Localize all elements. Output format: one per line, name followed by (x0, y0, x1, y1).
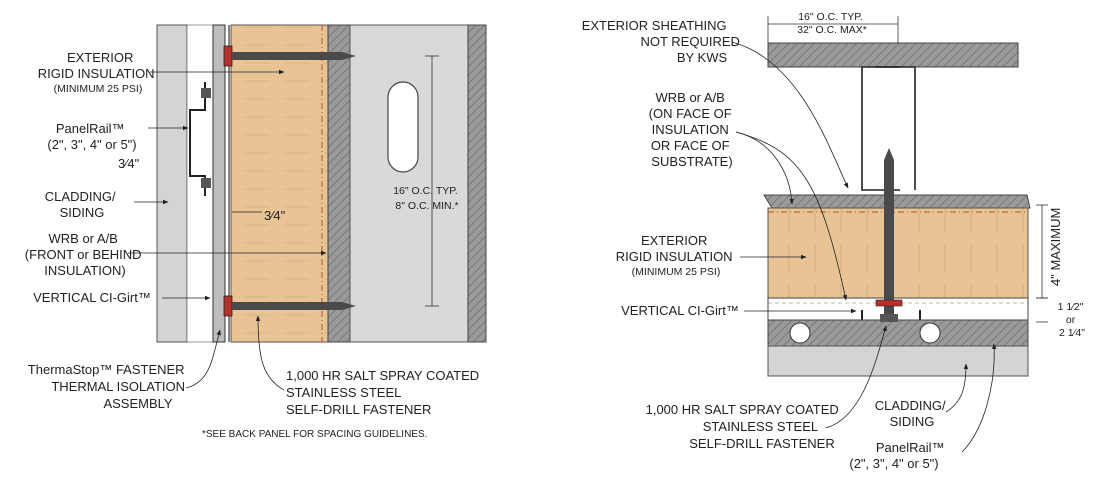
right-labels: EXTERIOR SHEATHING NOT REQUIRED BY KWS 1… (582, 11, 1087, 471)
left-cladding (156, 24, 188, 343)
left-insulation-label: EXTERIOR RIGID INSULATION (MINIMUM 25 PS… (38, 50, 158, 95)
right-four-max: 4" MAXIMUM (1048, 208, 1063, 286)
right-cigirt-label: VERTICAL CI-Girt™ (621, 303, 739, 318)
right-fastener-label: 1,000 HR SALT SPRAY COATED STAINLESS STE… (646, 402, 843, 451)
left-detail (156, 24, 487, 343)
left-vertical-girt (212, 24, 226, 343)
left-labels: EXTERIOR RIGID INSULATION (MINIMUM 25 PS… (25, 50, 483, 440)
left-thermastop-label: ThermaStop™ FASTENER THERMAL ISOLATION A… (28, 362, 189, 411)
left-cigirt-label: VERTICAL CI-Girt™ (33, 290, 151, 305)
left-three-quarter-b: 3⁄4" (264, 208, 286, 223)
right-substrate (763, 194, 1031, 209)
right-sheathing-label: EXTERIOR SHEATHING NOT REQUIRED BY KWS (582, 18, 744, 65)
left-stud (349, 24, 469, 343)
right-top-spacing: 16" O.C. TYP. 32" O.C. MAX* (797, 11, 867, 36)
right-detail (763, 16, 1048, 377)
left-cladding-label: CLADDING/ SIDING (45, 189, 119, 220)
left-insulation (230, 24, 329, 343)
left-wrb-label: WRB or A/B (FRONT or BEHIND INSULATION) (25, 231, 145, 278)
right-stud-profile (861, 66, 900, 191)
left-stud-slot (387, 81, 419, 173)
left-three-quarter-a: 3⁄4" (118, 156, 140, 171)
right-insulation-label: EXTERIOR RIGID INSULATION (MINIMUM 25 PS… (616, 233, 736, 278)
right-girt-size: 1 1⁄2" or 2 1⁄4" (1058, 301, 1087, 339)
left-footnote: *SEE BACK PANEL FOR SPACING GUIDELINES. (202, 429, 427, 440)
right-panelrail-label: PanelRail™ (2", 3", 4" or 5") (849, 440, 948, 471)
left-substrate (327, 24, 351, 343)
right-cladding-label: CLADDING/ SIDING (875, 398, 949, 429)
right-wrb-label: WRB or A/B (ON FACE OF INSULATION OR FAC… (649, 90, 736, 169)
left-spacing-label: 16" O.C. TYP. 8" O.C. MIN.* (393, 185, 461, 212)
right-insulation (767, 207, 1029, 299)
right-panelrail (767, 319, 1029, 347)
left-fastener-label: 1,000 HR SALT SPRAY COATED STAINLESS STE… (286, 368, 483, 417)
right-top-sheathing (767, 42, 1019, 68)
right-cladding (767, 345, 1029, 377)
left-panelrail-label: PanelRail™ (2", 3", 4" or 5") (47, 121, 136, 152)
